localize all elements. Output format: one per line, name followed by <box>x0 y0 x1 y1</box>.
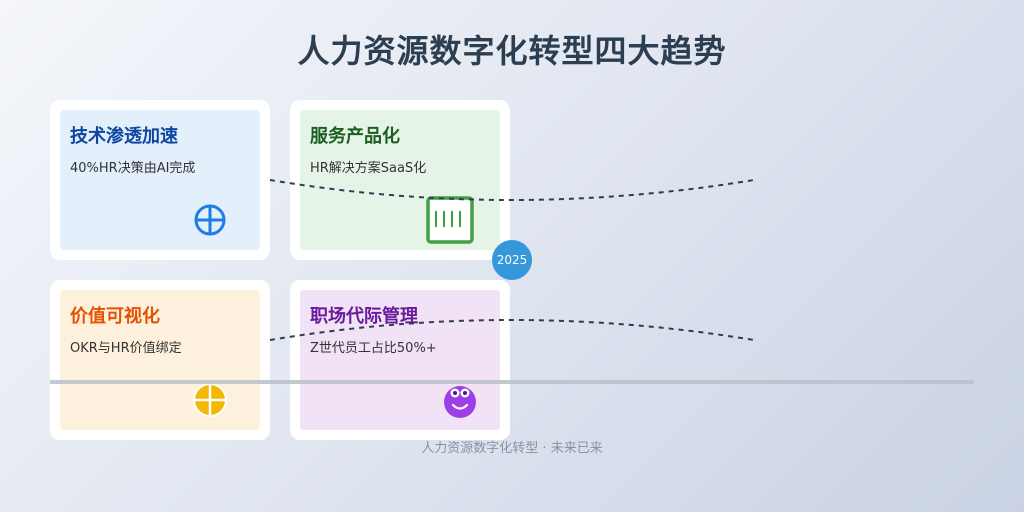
trend-card-generation: 职场代际管理 Z世代员工占比50%+ <box>290 280 510 440</box>
trend-card-generation-panel: 职场代际管理 Z世代员工占比50%+ <box>300 290 500 430</box>
trend-card-desc: HR解决方案SaaS化 <box>310 161 427 176</box>
trend-card-title: 技术渗透加速 <box>70 126 178 147</box>
pie-chart-icon <box>193 383 227 417</box>
footer-caption: 人力资源数字化转型 · 未来已来 <box>421 441 603 456</box>
trend-card-desc: Z世代员工占比50%+ <box>310 341 437 356</box>
smiley-face-icon <box>444 386 476 418</box>
trend-card-service: 服务产品化 HR解决方案SaaS化 <box>290 100 510 260</box>
trend-card-tech: 技术渗透加速 40%HR决策由AI完成 <box>50 100 270 260</box>
page-title: 人力资源数字化转型四大趋势 <box>297 32 727 70</box>
trend-card-value: 价值可视化 OKR与HR价值绑定 <box>50 280 270 440</box>
trend-card-title: 职场代际管理 <box>310 306 418 327</box>
trend-card-service-panel: 服务产品化 HR解决方案SaaS化 <box>300 110 500 250</box>
trend-card-title: 价值可视化 <box>70 306 160 327</box>
trend-card-desc: 40%HR决策由AI完成 <box>70 161 196 176</box>
product-box-icon <box>426 196 474 244</box>
trend-card-title: 服务产品化 <box>310 126 400 147</box>
trend-card-desc: OKR与HR价值绑定 <box>70 341 182 356</box>
trend-card-tech-panel: 技术渗透加速 40%HR决策由AI完成 <box>60 110 260 250</box>
trend-card-value-panel: 价值可视化 OKR与HR价值绑定 <box>60 290 260 430</box>
globe-icon <box>194 204 226 236</box>
year-badge: 2025 <box>492 240 532 280</box>
